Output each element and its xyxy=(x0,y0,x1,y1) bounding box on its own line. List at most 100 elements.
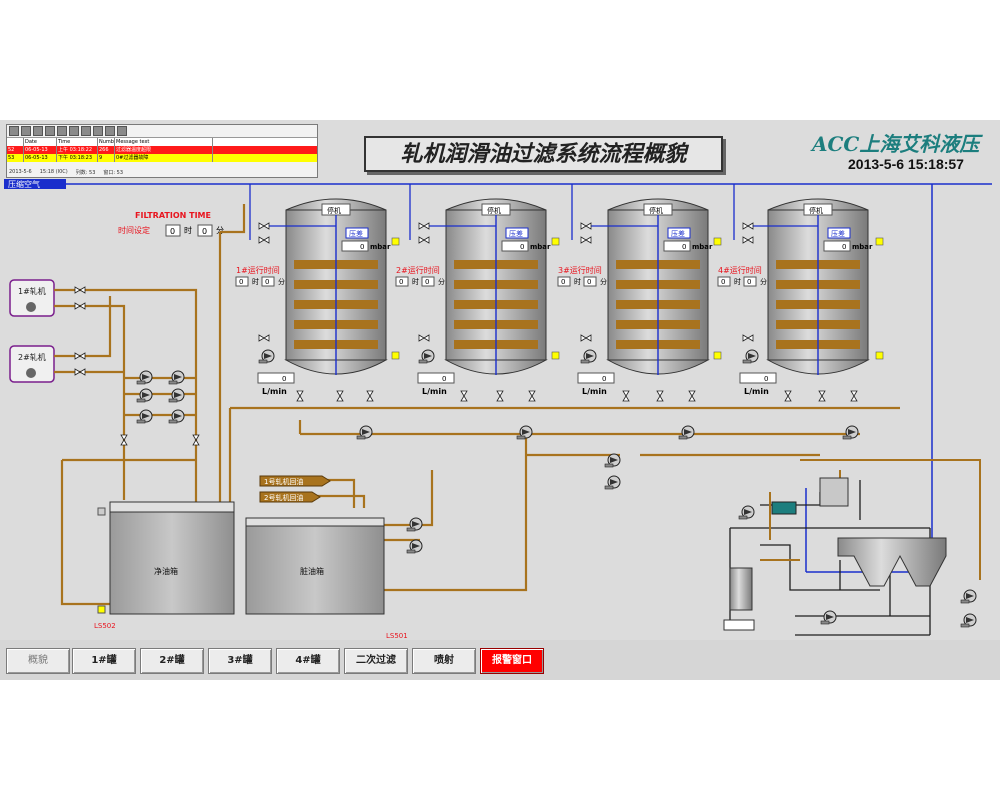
alarm-panel[interactable]: Date Time Numb Message text 52 06-05-13 … xyxy=(6,124,318,178)
nav-tank-1-button[interactable]: 1#罐 xyxy=(72,648,136,674)
svg-text:时: 时 xyxy=(734,277,741,286)
nav-tank-2-button[interactable]: 2#罐 xyxy=(140,648,204,674)
filter-1-runtime: 1#运行时间 0 时 0 分 0 L/min xyxy=(235,265,295,396)
svg-text:0: 0 xyxy=(265,278,269,286)
svg-text:0: 0 xyxy=(442,375,446,383)
svg-text:0: 0 xyxy=(764,375,768,383)
svg-text:L/min: L/min xyxy=(262,387,287,396)
svg-text:0: 0 xyxy=(239,278,243,286)
alarm-status-bar: 2013-5-6 15:18 (I0C) 列数: 53 窗口: 53 xyxy=(9,169,124,176)
level-switch-ls501: LS501 xyxy=(386,632,408,640)
svg-text:0: 0 xyxy=(399,278,403,286)
alarm-header-message: Message text xyxy=(115,138,213,146)
svg-text:时: 时 xyxy=(252,277,259,286)
alarm-row[interactable]: 53 06-05-13 下午 03:18:23 9 0#过滤器故障 xyxy=(7,154,317,162)
svg-text:0: 0 xyxy=(602,375,606,383)
dirty-oil-tank[interactable]: 脏油箱 xyxy=(245,517,385,615)
svg-text:4#运行时间: 4#运行时间 xyxy=(718,265,762,275)
filter-4-runtime: 4#运行时间 0 时 0 分 0 L/min xyxy=(717,265,777,396)
svg-text:0: 0 xyxy=(682,243,686,251)
filtration-title: FILTRATION TIME xyxy=(135,211,211,220)
svg-text:净油箱: 净油箱 xyxy=(154,566,178,576)
nav-injection-button[interactable]: 喷射 xyxy=(412,648,476,674)
svg-text:2#运行时间: 2#运行时间 xyxy=(396,265,440,275)
air-tag xyxy=(4,179,66,189)
svg-text:压差: 压差 xyxy=(509,229,523,238)
svg-text:0: 0 xyxy=(520,243,524,251)
svg-text:时: 时 xyxy=(574,277,581,286)
filtration-hours-input[interactable] xyxy=(165,224,181,237)
svg-text:0: 0 xyxy=(842,243,846,251)
svg-text:停机: 停机 xyxy=(487,206,501,215)
svg-text:0: 0 xyxy=(425,278,429,286)
toolbar-ack-icon[interactable] xyxy=(33,126,43,136)
alarm-toolbar xyxy=(7,125,317,138)
svg-text:时: 时 xyxy=(412,277,419,286)
datetime-display: 2013-5-6 15:18:57 xyxy=(848,156,964,172)
svg-text:0: 0 xyxy=(747,278,751,286)
filter-4[interactable]: 停机 压差 0 mbar xyxy=(748,198,873,375)
mill-2[interactable]: 2#轧机 xyxy=(9,345,55,383)
filtration-minutes-input[interactable] xyxy=(197,224,213,237)
svg-text:0: 0 xyxy=(282,375,286,383)
settling-cones xyxy=(837,537,947,587)
alarm-header-number: Numb xyxy=(99,138,115,146)
toolbar-settings-icon[interactable] xyxy=(117,126,127,136)
svg-text:3#运行时间: 3#运行时间 xyxy=(558,265,602,275)
return-tag-2: 2号轧机回油 xyxy=(259,491,321,503)
control-cabinet-icon xyxy=(723,619,755,631)
chemical-tank xyxy=(819,477,849,507)
svg-text:1#轧机: 1#轧机 xyxy=(18,286,46,296)
svg-text:分: 分 xyxy=(760,277,767,286)
nav-overview-button[interactable]: 概貌 xyxy=(6,648,70,674)
svg-text:mbar: mbar xyxy=(692,243,713,251)
svg-text:0: 0 xyxy=(170,227,175,236)
alarm-header-date: Date xyxy=(24,138,57,146)
alarm-header-time: Time xyxy=(57,138,98,146)
nav-secondary-filtration-button[interactable]: 二次过滤 xyxy=(344,648,408,674)
svg-text:mbar: mbar xyxy=(370,243,391,251)
svg-text:L/min: L/min xyxy=(744,387,769,396)
svg-text:分: 分 xyxy=(278,277,285,286)
alarm-header-row: Date Time Numb Message text xyxy=(7,138,317,146)
toolbar-lock-icon[interactable] xyxy=(105,126,115,136)
svg-text:0: 0 xyxy=(587,278,591,286)
air-label: 压缩空气 xyxy=(8,179,40,189)
nav-tank-3-button[interactable]: 3#罐 xyxy=(208,648,272,674)
process-diagram: 压缩空气 FILTRATION TIME 时间设定 0 时 0 分 1#轧机 2… xyxy=(4,179,992,640)
filter-3-runtime: 3#运行时间 0 时 0 分 0 L/min xyxy=(557,265,615,396)
svg-text:分: 分 xyxy=(600,277,607,286)
scada-screen: Date Time Numb Message text 52 06-05-13 … xyxy=(0,120,1000,680)
mill-2-status-icon xyxy=(26,368,36,378)
toolbar-sort-icon[interactable] xyxy=(57,126,67,136)
svg-text:L/min: L/min xyxy=(422,387,447,396)
svg-text:0: 0 xyxy=(721,278,725,286)
filter-3[interactable]: 停机 压差 0 mbar xyxy=(588,198,713,375)
svg-text:停机: 停机 xyxy=(649,206,663,215)
separator-unit xyxy=(771,501,797,515)
svg-text:停机: 停机 xyxy=(809,206,823,215)
toolbar-list-icon[interactable] xyxy=(69,126,79,136)
svg-text:压差: 压差 xyxy=(831,229,845,238)
svg-text:0: 0 xyxy=(561,278,565,286)
svg-text:压差: 压差 xyxy=(349,229,363,238)
nav-tank-4-button[interactable]: 4#罐 xyxy=(276,648,340,674)
toolbar-print-icon[interactable] xyxy=(9,126,19,136)
clean-oil-tank[interactable]: 净油箱 xyxy=(109,501,235,615)
return-tag-1: 1号轧机回油 xyxy=(259,475,331,487)
filter-2[interactable]: 停机 压差 0 mbar xyxy=(426,198,551,375)
svg-text:2号轧机回油: 2号轧机回油 xyxy=(264,493,303,502)
alarm-row[interactable]: 52 06-05-13 上午 03:18:22 266 过滤器温度超限 xyxy=(7,146,317,154)
toolbar-refresh-icon[interactable] xyxy=(21,126,31,136)
mill-1[interactable]: 1#轧机 xyxy=(9,279,55,317)
mill-1-status-icon xyxy=(26,302,36,312)
filter-1[interactable]: 停机 压差 0 mbar xyxy=(266,198,391,375)
toolbar-filter-icon[interactable] xyxy=(45,126,55,136)
svg-text:1#运行时间: 1#运行时间 xyxy=(236,265,280,275)
brand-logo-text: ACC上海艾科液压 xyxy=(812,132,980,156)
svg-text:1号轧机回油: 1号轧机回油 xyxy=(264,477,303,486)
toolbar-help-icon[interactable] xyxy=(93,126,103,136)
nav-alarm-window-button[interactable]: 报警窗口 xyxy=(480,648,544,674)
toolbar-chart-icon[interactable] xyxy=(81,126,91,136)
svg-text:压差: 压差 xyxy=(671,229,685,238)
